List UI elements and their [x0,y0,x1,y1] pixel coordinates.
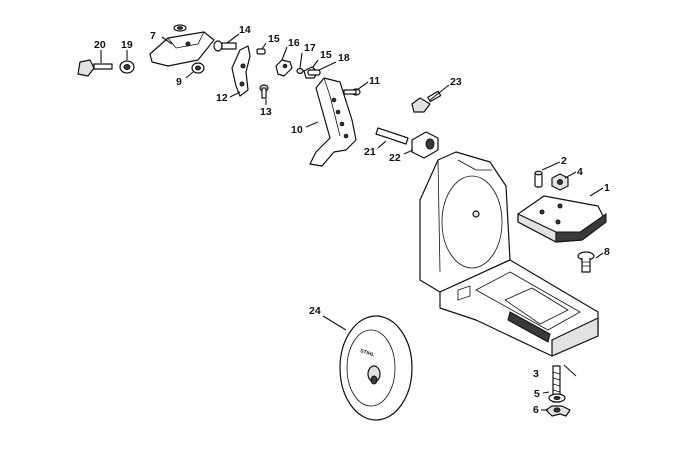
base-housing-part [419,151,599,357]
knob-part-20 [77,59,113,77]
screw-part-8 [577,251,595,273]
callout-15-lower: 15 [320,49,332,61]
cover-plate-part [149,24,215,67]
pin-part [534,170,543,188]
rod-part [375,127,409,145]
callout-11: 11 [369,75,380,87]
callout-3: 3 [533,368,539,380]
callout-2: 2 [561,155,567,167]
adjuster-knob-part [411,131,439,159]
pin-part-15b [296,67,304,75]
callout-20: 20 [94,39,106,51]
callout-24: 24 [309,305,321,317]
wing-nut-part [545,405,571,417]
callout-17: 17 [304,42,316,54]
callout-21: 21 [364,146,376,158]
screw-part-13 [259,84,269,99]
callout-23: 23 [450,76,462,88]
link-part-16 [275,59,293,77]
callout-9: 9 [176,76,182,88]
spacer-part [191,62,205,74]
clamp-block-part [517,195,607,243]
pin-part-18 [307,69,321,76]
leader-lines [100,33,604,411]
callout-1: 1 [604,182,610,194]
screw-part-11 [343,88,361,96]
callout-15-upper: 15 [268,33,280,45]
screw-part-14 [213,40,237,52]
callout-8: 8 [604,246,610,258]
washer-part [548,393,566,403]
callout-12: 12 [216,92,228,104]
callout-6: 6 [533,404,539,416]
callout-labels: 1 2 3 4 5 6 7 8 9 10 11 12 13 14 15 15 1… [94,24,610,416]
grinding-wheel-part: STIHL [339,315,413,421]
bracket-part [309,77,357,167]
callout-19: 19 [121,39,133,51]
knob-part-19 [119,60,135,74]
callout-13: 13 [260,106,272,118]
callout-14: 14 [239,24,251,36]
lever-part [231,45,251,97]
callout-22: 22 [389,152,401,164]
callout-4: 4 [577,166,583,178]
callout-16: 16 [288,37,300,49]
callout-10: 10 [291,124,303,136]
callout-7: 7 [150,30,156,42]
callout-18: 18 [338,52,350,64]
callout-5: 5 [534,388,540,400]
nut-part [551,173,569,191]
pin-part-15a [256,48,266,55]
disc-brand-text: STIHL [359,348,375,358]
